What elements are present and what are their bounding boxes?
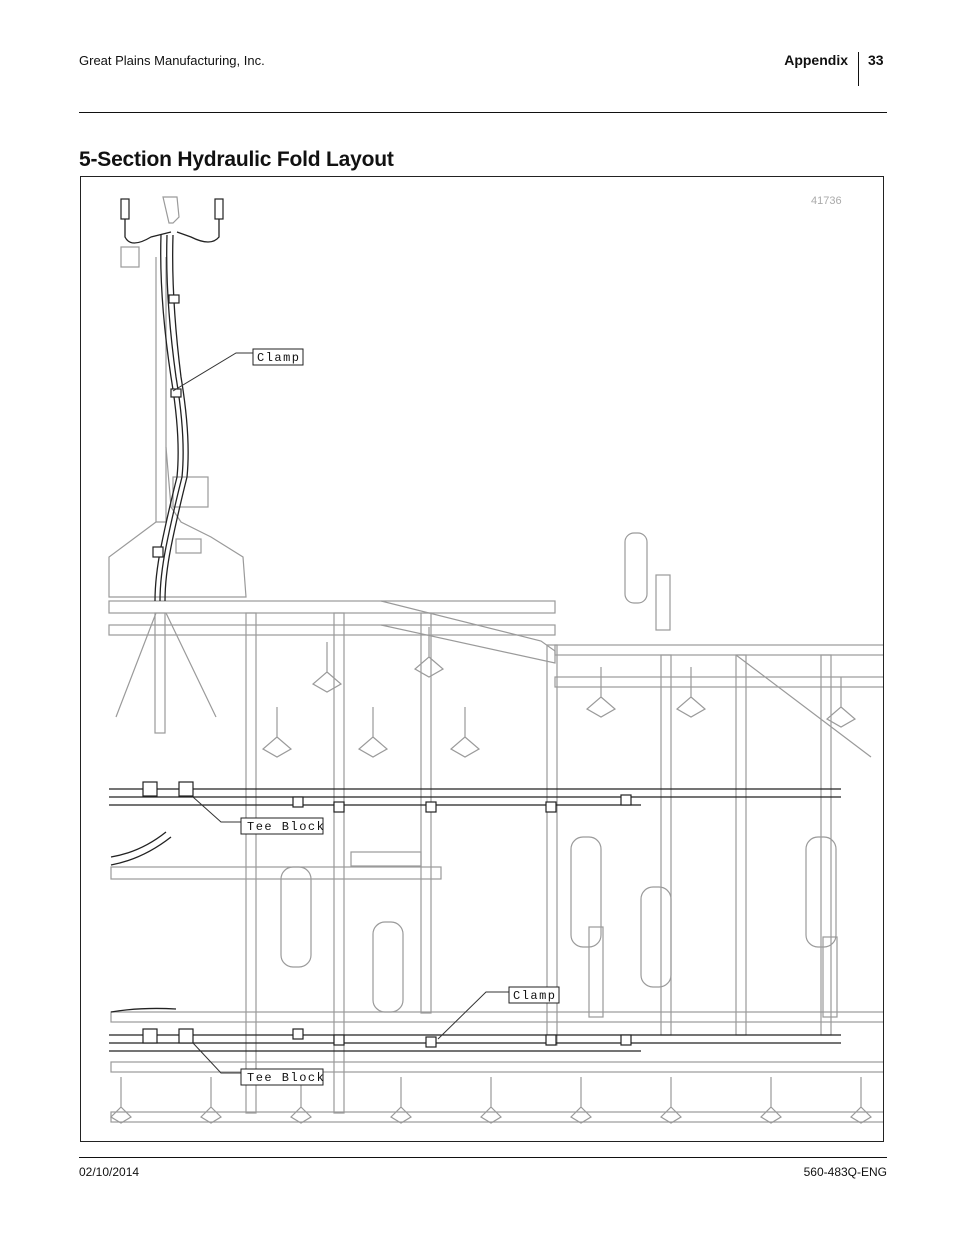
callout-boxes — [240, 348, 560, 1086]
hose-fittings — [120, 198, 632, 1048]
callout-clamp-lower: Clamp — [513, 989, 557, 1003]
callout-leaders — [172, 352, 509, 1074]
company-name: Great Plains Manufacturing, Inc. — [79, 53, 265, 68]
header-rule — [79, 112, 887, 113]
page-title: 5-Section Hydraulic Fold Layout — [79, 148, 394, 171]
frame-structure — [108, 196, 883, 1123]
footer-doc-number: 560-483Q-ENG — [803, 1165, 887, 1179]
shank-row — [110, 627, 872, 1124]
footer-rule — [79, 1157, 887, 1158]
footer-date: 02/10/2014 — [79, 1165, 140, 1179]
header-divider — [858, 52, 859, 86]
section-name: Appendix — [784, 52, 848, 68]
page-number: 33 — [868, 52, 884, 68]
hydraulic-hoses — [109, 217, 841, 1052]
diagram-drawing: 41736 — [108, 195, 883, 1124]
callout-tee-block-upper: Tee Block — [247, 820, 325, 834]
hydraulic-diagram: 41736 — [80, 176, 884, 1142]
callout-tee-block-lower: Tee Block — [247, 1071, 325, 1085]
callout-clamp-top: Clamp — [257, 351, 301, 365]
figure-id: 41736 — [811, 195, 842, 207]
